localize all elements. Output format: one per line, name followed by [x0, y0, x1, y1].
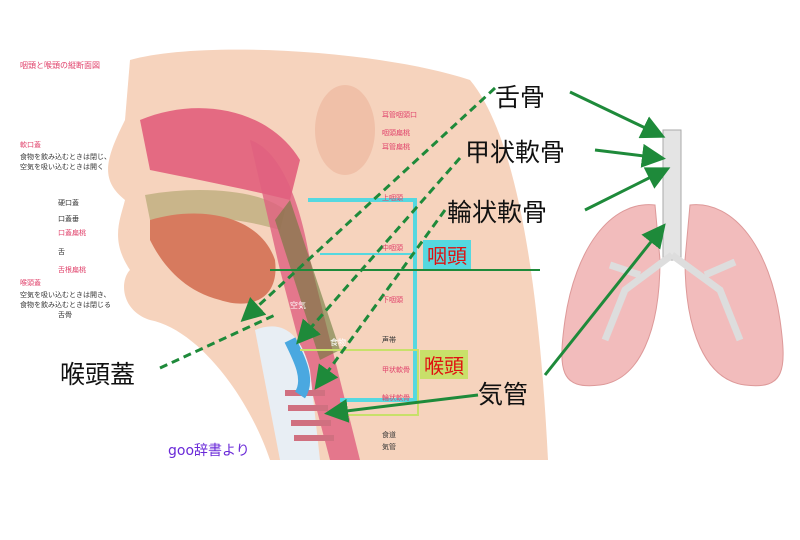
- label-food: 食物: [330, 338, 346, 347]
- figure-title: 咽頭と喉頭の縦断面図: [20, 61, 100, 70]
- label-hypopharynx: 下咽頭: [382, 296, 403, 304]
- label-palatine-tonsil: 口蓋扁桃: [58, 229, 86, 237]
- label-nasopharynx: 上咽頭: [382, 194, 403, 202]
- larynx-label-box: 喉頭: [420, 350, 468, 379]
- label-soft-palate-desc-1: 食物を飲み込むときは閉じ、: [20, 153, 111, 161]
- pharynx-label-box: 咽頭: [423, 240, 471, 269]
- label-oropharynx: 中咽頭: [382, 244, 403, 252]
- label-trachea: 気管: [382, 443, 396, 451]
- label-epiglottis-desc-1: 空気を吸い込むときは開き、: [20, 291, 111, 299]
- label-hyoid: 舌骨: [58, 311, 72, 319]
- label-epiglottis: 喉頭蓋: [20, 279, 41, 287]
- callout-arrows: [159, 86, 671, 423]
- callout-cricoid-cartilage: 輪状軟骨: [447, 198, 548, 227]
- lungs-illustration: [561, 129, 784, 387]
- callout-epiglottis: 喉頭蓋: [60, 360, 136, 389]
- label-tongue: 舌: [58, 248, 65, 256]
- label-epiglottis-desc-2: 食物を飲み込むときは閉じる: [20, 301, 111, 309]
- label-air: 空気: [290, 301, 306, 310]
- label-tubal-tonsil: 耳管扁桃: [382, 143, 410, 151]
- label-pharyngeal-tonsil: 咽頭扁桃: [382, 129, 410, 137]
- label-uvula: 口蓋垂: [58, 215, 79, 223]
- label-soft-palate-desc-2: 空気を吸い込むときは開く: [20, 163, 104, 171]
- callout-thyroid-cartilage: 甲状軟骨: [465, 138, 566, 167]
- callout-trachea: 気管: [478, 380, 529, 409]
- label-hard-palate: 硬口蓋: [58, 199, 79, 207]
- label-vocal-cords: 声帯: [382, 336, 396, 344]
- label-soft-palate: 軟口蓋: [20, 141, 41, 149]
- callout-hyoid: 舌骨: [495, 83, 546, 112]
- source-credit: goo辞書より: [168, 443, 250, 459]
- label-cricoid-cartilage: 輪状軟骨: [382, 394, 410, 402]
- label-esophagus: 食道: [382, 431, 396, 439]
- label-lingual-tonsil: 舌根扁桃: [58, 266, 86, 274]
- label-eustachian-opening: 耳管咽頭口: [382, 111, 417, 119]
- label-thyroid-cartilage: 甲状軟骨: [382, 366, 410, 374]
- region-brackets: [270, 198, 540, 416]
